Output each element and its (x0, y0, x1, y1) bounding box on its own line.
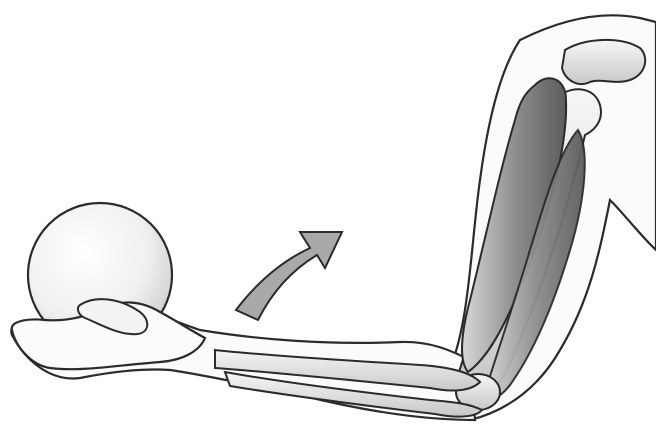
shoulder-joint (562, 40, 645, 84)
direction-arrow (236, 232, 342, 320)
